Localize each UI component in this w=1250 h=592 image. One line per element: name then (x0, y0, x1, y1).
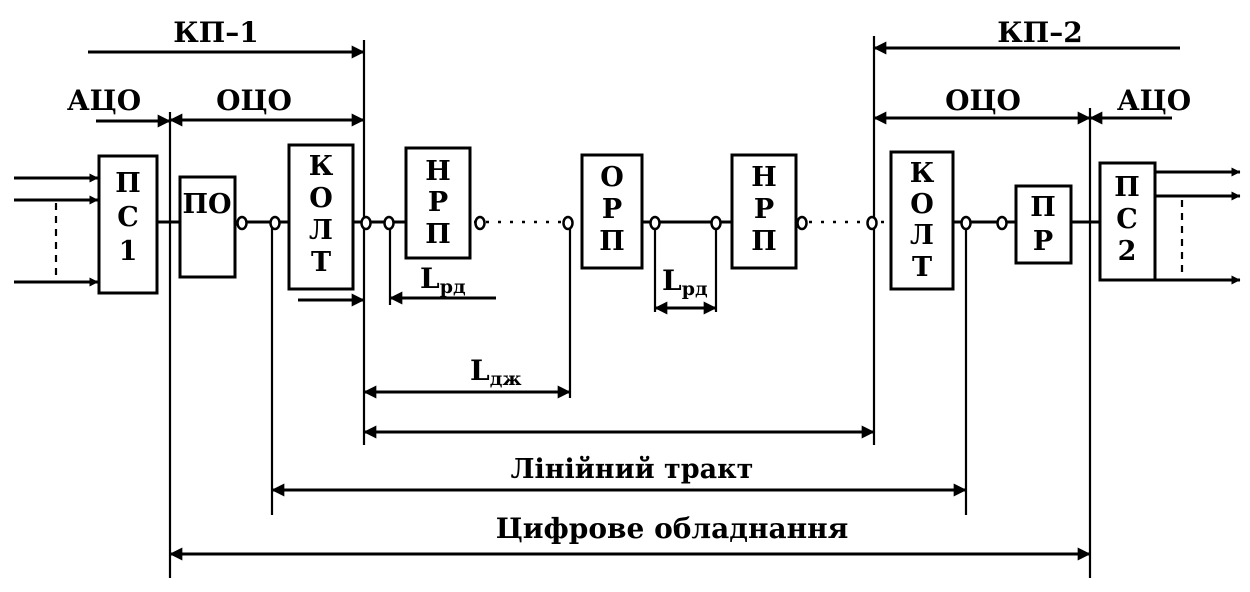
node-pr-in (996, 215, 1008, 231)
block-pr-line2: Р (1033, 226, 1053, 257)
block-ps1-line1: П (115, 168, 141, 199)
block-nrp1-line2: Р (428, 187, 448, 218)
block-nrp1-line3: П (425, 219, 451, 250)
node-line-start (269, 215, 281, 231)
kp2-label: КП–2 (997, 16, 1082, 49)
block-po (178, 175, 237, 279)
block-nrp2-line2: Р (754, 194, 774, 225)
block-orp (580, 153, 644, 270)
block-orp-line2: Р (602, 194, 622, 225)
node-nrp1-out (474, 215, 486, 231)
block-ps1-line3: 1 (119, 236, 138, 267)
ldzh-label: Lдж (470, 354, 522, 390)
lrd-left-label: Lрд (420, 262, 466, 298)
block-po-line1: ПО (182, 189, 231, 220)
node-orp-out (649, 215, 661, 231)
digital-equipment-label: Цифрове обладнання (496, 512, 849, 545)
block-kolt1 (287, 143, 355, 291)
aco-left-label: АЦО (67, 84, 141, 117)
line-path-label: Лінійний тракт (511, 454, 754, 485)
block-ps2-line3: 2 (1118, 236, 1137, 267)
block-nrp2-line3: П (751, 226, 777, 257)
block-ps2 (1098, 161, 1157, 282)
block-kolt2-line1: К (910, 158, 935, 189)
block-nrp1 (404, 146, 472, 260)
block-ps1-line2: С (117, 202, 139, 233)
block-nrp1-line1: Н (425, 156, 451, 187)
oco-right-label: ОЦО (945, 84, 1021, 117)
block-orp-line1: О (600, 162, 624, 193)
block-ps2-line2: С (1116, 204, 1138, 235)
block-nrp2 (730, 153, 798, 270)
block-kolt2-line4: Т (912, 252, 932, 283)
block-ps2-line1: П (1114, 172, 1140, 203)
block-kolt1-line2: О (309, 183, 333, 214)
block-kolt1-line4: Т (311, 247, 331, 278)
lrd-right-label: Lрд (662, 264, 708, 300)
block-nrp2-line1: Н (751, 162, 777, 193)
aco-right-label: АЦО (1117, 84, 1191, 117)
block-kolt2 (889, 150, 955, 291)
oco-left-label: ОЦО (216, 84, 292, 117)
node-nrp2-out (796, 215, 808, 231)
node-kolt2-in (866, 215, 878, 231)
node-nrp2-in (710, 215, 722, 231)
block-kolt1-line1: К (309, 151, 334, 182)
kp1-label: КП–1 (173, 16, 258, 49)
node-line-end (960, 215, 972, 231)
node-nrp1-in (383, 215, 395, 231)
block-kolt1-line3: Л (309, 215, 333, 246)
block-kolt2-line3: Л (910, 220, 934, 251)
node-orp-in (562, 215, 574, 231)
block-pr (1014, 184, 1073, 265)
node-po-out (236, 215, 248, 231)
block-ps1 (97, 154, 159, 295)
block-orp-line3: П (599, 226, 625, 257)
node-kolt1-out (360, 215, 372, 231)
block-kolt2-line2: О (910, 189, 934, 220)
block-pr-line1: П (1030, 192, 1056, 223)
